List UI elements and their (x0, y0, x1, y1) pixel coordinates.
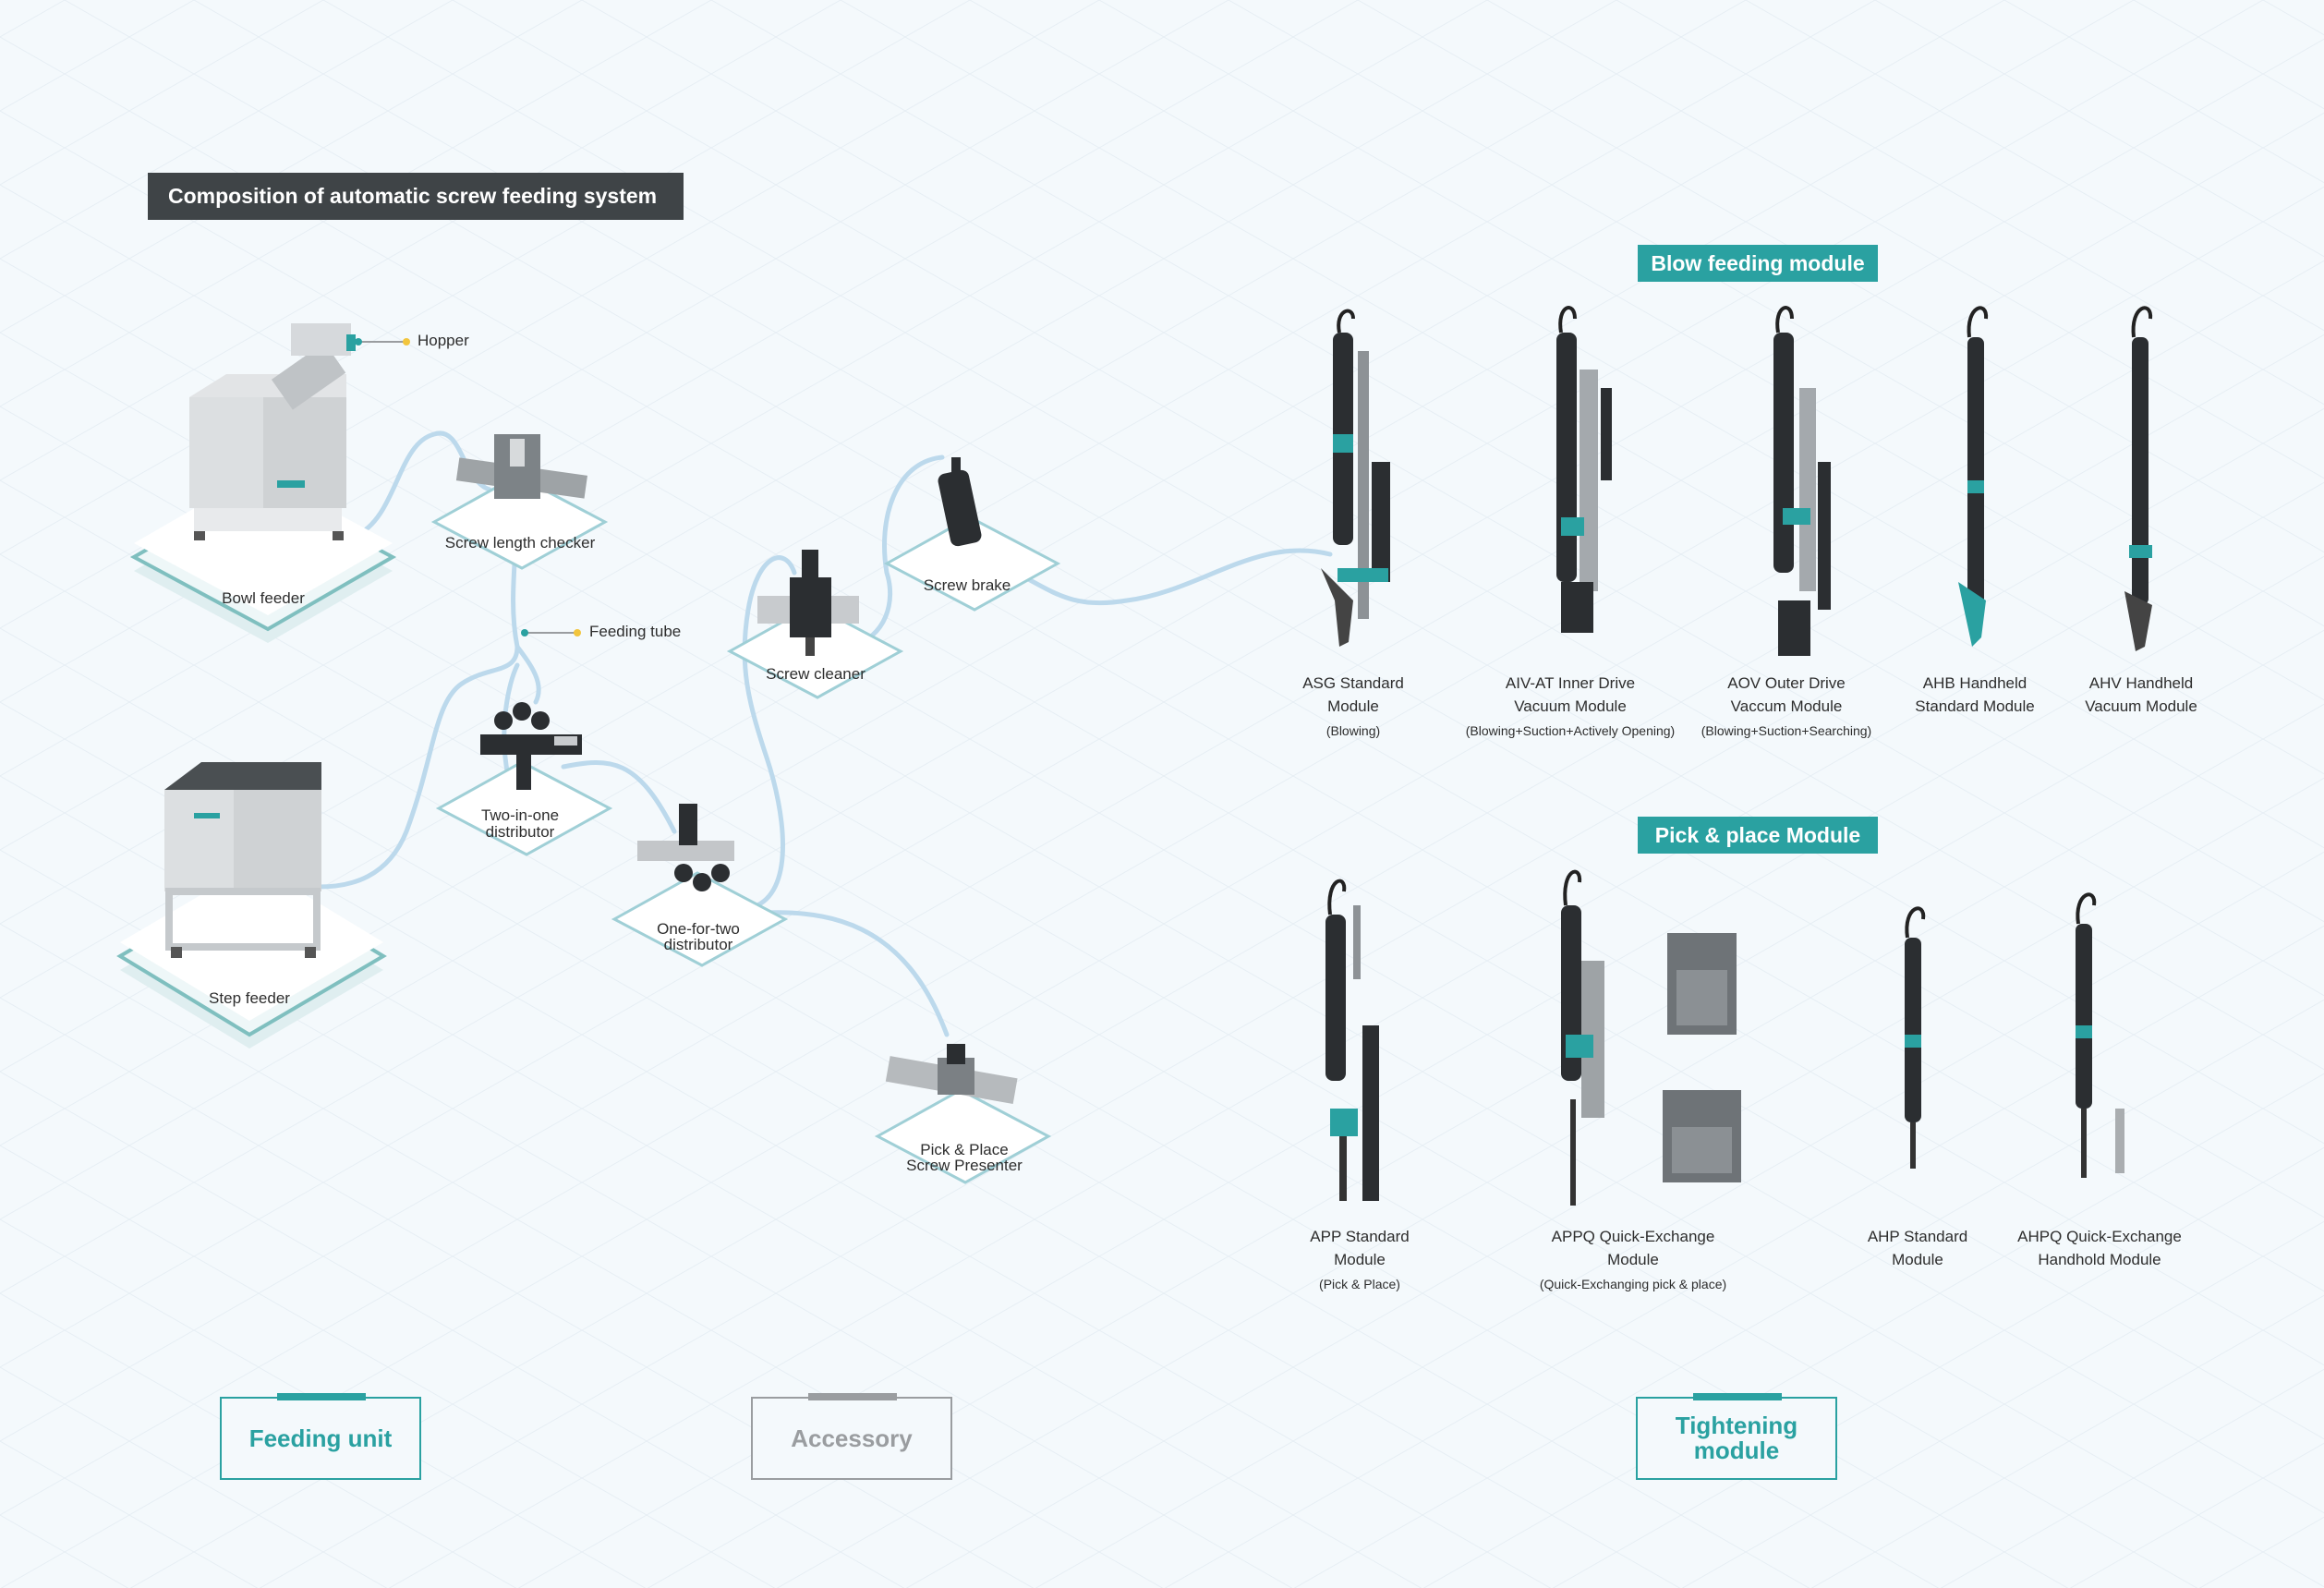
two-in-one-machine (480, 702, 582, 790)
label-bowl-feeder: Bowl feeder (222, 589, 305, 607)
callout-hopper: Hopper (418, 332, 469, 349)
label-pick-place-2: Screw Presenter (906, 1157, 1023, 1174)
one-for-two-machine (637, 804, 734, 891)
asg-tool (1321, 309, 1390, 647)
legend-accessory: Accessory (751, 1393, 952, 1480)
section-pick-place: Pick & place Module (1638, 817, 1878, 854)
aov-tool (1773, 306, 1831, 656)
label-aiv-module: AIV-AT Inner Drive Vacuum Module (Blowin… (1465, 674, 1676, 738)
label-step-feeder: Step feeder (209, 989, 290, 1007)
pick-presenter-machine (885, 1044, 1018, 1104)
legend-cap (808, 1393, 897, 1400)
section-blow-feeding: Blow feeding module (1638, 245, 1878, 282)
platform-one-for-two (611, 871, 789, 967)
label-two-in-one-1: Two-in-one (480, 806, 560, 824)
legend-feeding-unit: Feeding unit (220, 1393, 421, 1480)
aiv-tool (1556, 306, 1612, 633)
label-app-module: APP Standard Module (Pick & Place) (1310, 1228, 1410, 1291)
ahv-tool (2124, 306, 2153, 651)
label-one-for-two-1: One-for-two (657, 920, 740, 938)
legend-cap (1693, 1393, 1782, 1400)
platform-two-in-one (435, 760, 613, 856)
label-ahp-module: AHP Standard Module (1867, 1228, 1968, 1268)
label-ahpq-module: AHPQ Quick-Exchange Handhold Module (2017, 1228, 2182, 1268)
platform-length-checker (430, 474, 609, 570)
ahpq-tool (2076, 892, 2124, 1178)
label-screw-brake: Screw brake (923, 576, 1011, 594)
label-ahb-module: AHB Handheld Standard Module (1915, 674, 2035, 715)
bowl-feeder-machine (189, 323, 356, 540)
callout-feeding-tube: Feeding tube (589, 623, 682, 640)
page-title: Composition of automatic screw feeding s… (148, 173, 684, 220)
screw-brake-machine (938, 457, 982, 547)
app-tool (1325, 879, 1379, 1201)
label-screw-length-checker: Screw length checker (444, 534, 596, 552)
screw-length-checker-machine (455, 434, 587, 499)
ahp-tool (1905, 906, 1926, 1169)
label-one-for-two-2: distributor (663, 936, 733, 953)
callout-lines (360, 341, 577, 634)
label-screw-cleaner: Screw cleaner (766, 665, 865, 683)
pick-tools (1325, 869, 2124, 1206)
legend-cap (277, 1393, 366, 1400)
label-asg-module: ASG Standard Module (Blowing) (1302, 674, 1404, 738)
label-appq-module: APPQ Quick-Exchange Module (Quick-Exchan… (1539, 1228, 1727, 1291)
screw-cleaner-machine (757, 550, 859, 656)
platform-screw-brake (883, 515, 1061, 612)
appq-tool (1561, 869, 1741, 1206)
label-two-in-one-2: distributor (485, 823, 555, 841)
label-pick-place-1: Pick & Place (920, 1141, 1009, 1158)
label-aov-module: AOV Outer Drive Vaccum Module (Blowing+S… (1701, 674, 1872, 738)
ahb-tool (1958, 306, 1989, 647)
label-ahv-module: AHV Handheld Vacuum Module (2085, 674, 2197, 715)
platform-pick-presenter (874, 1088, 1052, 1184)
blow-tools (1321, 306, 2153, 656)
step-feeder-machine (164, 762, 321, 958)
